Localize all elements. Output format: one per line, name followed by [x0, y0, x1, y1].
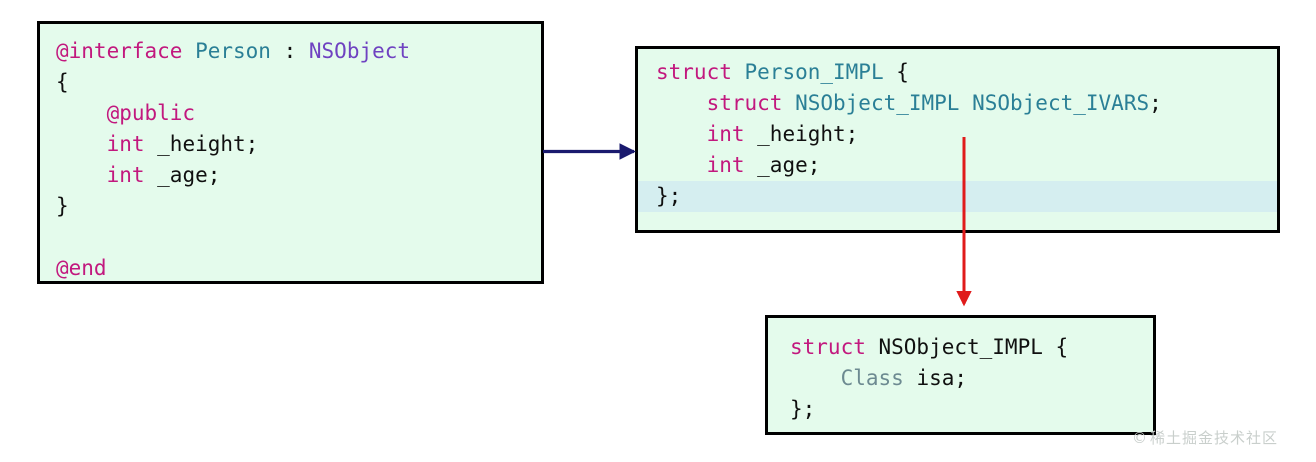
code-token: _age;	[144, 163, 221, 187]
code-token: struct	[656, 60, 732, 84]
code-block-nsobject-impl: struct NSObject_IMPL { Class isa;};	[768, 318, 1153, 425]
code-token: :	[270, 39, 309, 63]
code-line: Class isa;	[790, 363, 1153, 394]
code-token: _age;	[744, 153, 821, 177]
code-token: Person	[195, 39, 271, 63]
code-line	[56, 222, 541, 253]
code-token: Class	[790, 366, 904, 390]
code-token: struct	[790, 335, 866, 359]
code-token	[782, 91, 795, 115]
code-line: int _height;	[56, 129, 541, 160]
code-token: NSObject	[308, 39, 411, 63]
code-token: struct	[656, 91, 783, 115]
code-token	[732, 60, 745, 84]
code-token: @public	[56, 101, 196, 125]
code-box-person-interface: @interface Person : NSObject { @public in…	[37, 21, 544, 284]
code-token: int	[56, 132, 145, 156]
code-line: int _height;	[638, 119, 1277, 150]
code-line: struct NSObject_IMPL {	[790, 332, 1153, 363]
code-token: }	[56, 194, 69, 218]
code-line: @interface Person : NSObject	[56, 36, 541, 67]
code-line: int _age;	[56, 160, 541, 191]
code-box-person-impl: struct Person_IMPL { struct NSObject_IMP…	[635, 46, 1280, 233]
code-token: isa;	[903, 366, 968, 390]
code-token: {	[883, 60, 909, 84]
watermark: ©稀土掘金技术社区	[1132, 427, 1278, 448]
code-token: @end	[56, 256, 107, 280]
code-line: @end	[56, 253, 541, 281]
code-token: int	[656, 122, 745, 146]
code-token: {	[56, 70, 69, 94]
code-token	[182, 39, 195, 63]
code-box-nsobject-impl: struct NSObject_IMPL { Class isa;};	[765, 315, 1156, 435]
code-token	[56, 225, 69, 249]
code-token: ;	[1149, 91, 1162, 115]
copyright-icon: ©	[1132, 429, 1148, 447]
code-token: _height;	[744, 122, 859, 146]
code-block-person-interface: @interface Person : NSObject { @public in…	[40, 24, 541, 281]
code-block-person-impl: struct Person_IMPL { struct NSObject_IMP…	[638, 49, 1277, 212]
code-token: NSObject_IMPL NSObject_IVARS	[795, 91, 1150, 115]
code-token: };	[656, 184, 682, 208]
code-line: int _age;	[638, 150, 1277, 181]
code-token: };	[790, 397, 816, 421]
code-line: }	[56, 191, 541, 222]
code-line: @public	[56, 98, 541, 129]
code-token: Person_IMPL	[744, 60, 884, 84]
code-token: NSObject_IMPL {	[865, 335, 1069, 359]
interface-to-impl-arrow	[543, 143, 636, 160]
code-line: struct NSObject_IMPL NSObject_IVARS;	[638, 88, 1277, 119]
code-line: {	[56, 67, 541, 98]
code-line: struct Person_IMPL {	[638, 57, 1277, 88]
code-line: };	[790, 394, 1153, 425]
watermark-text: 稀土掘金技术社区	[1150, 429, 1279, 447]
code-token: _height;	[144, 132, 259, 156]
code-token: @interface	[56, 39, 183, 63]
code-line: };	[638, 181, 1277, 212]
code-token: int	[656, 153, 745, 177]
code-token: int	[56, 163, 145, 187]
